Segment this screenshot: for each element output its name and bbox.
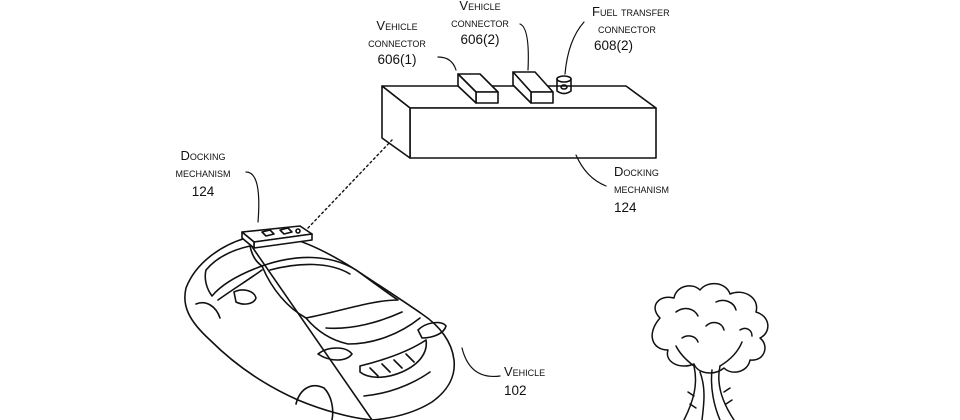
label-ref: 606(2): [460, 32, 500, 47]
vehicle-connector-2-block: [512, 71, 554, 104]
label-line1: Fuel transfer: [592, 4, 670, 19]
label-vehicle: Vehicle 102: [504, 363, 584, 399]
label-line1: Vehicle: [504, 364, 546, 379]
tree-drawing: [651, 282, 769, 420]
label-line2: connector: [451, 15, 509, 30]
vehicle-drawing: [184, 225, 456, 420]
label-ref: 124: [191, 184, 215, 199]
label-line2: connector: [598, 21, 656, 36]
label-line2: connector: [368, 35, 426, 50]
label-line1: Docking: [614, 164, 659, 179]
docking-mechanism-box: [381, 85, 657, 159]
leader-lines: [245, 21, 607, 378]
label-vehicle-connector-2: Vehicle connector 606(2): [440, 0, 520, 48]
label-line1: Vehicle: [376, 18, 418, 33]
label-ref: 608(2): [594, 38, 634, 53]
label-ref: 102: [504, 383, 527, 398]
label-line2: mechanism: [614, 181, 670, 196]
vehicle-connector-1-block: [457, 73, 499, 104]
label-line2: mechanism: [175, 165, 231, 180]
detail-connection-line: [307, 139, 393, 229]
label-ref: 606(1): [377, 52, 417, 67]
label-line1: Docking: [180, 148, 226, 163]
fuel-transfer-connector-nozzle: [556, 75, 572, 95]
label-fuel-transfer-connector: Fuel transfer connector 608(2): [592, 3, 712, 54]
label-vehicle-connector-1: Vehicle connector 606(1): [356, 17, 438, 68]
label-line1: Vehicle: [459, 0, 501, 13]
label-docking-mechanism-box: Docking mechanism 124: [614, 163, 704, 216]
label-docking-mechanism-car: Docking mechanism 124: [160, 147, 246, 200]
label-ref: 124: [614, 200, 637, 215]
